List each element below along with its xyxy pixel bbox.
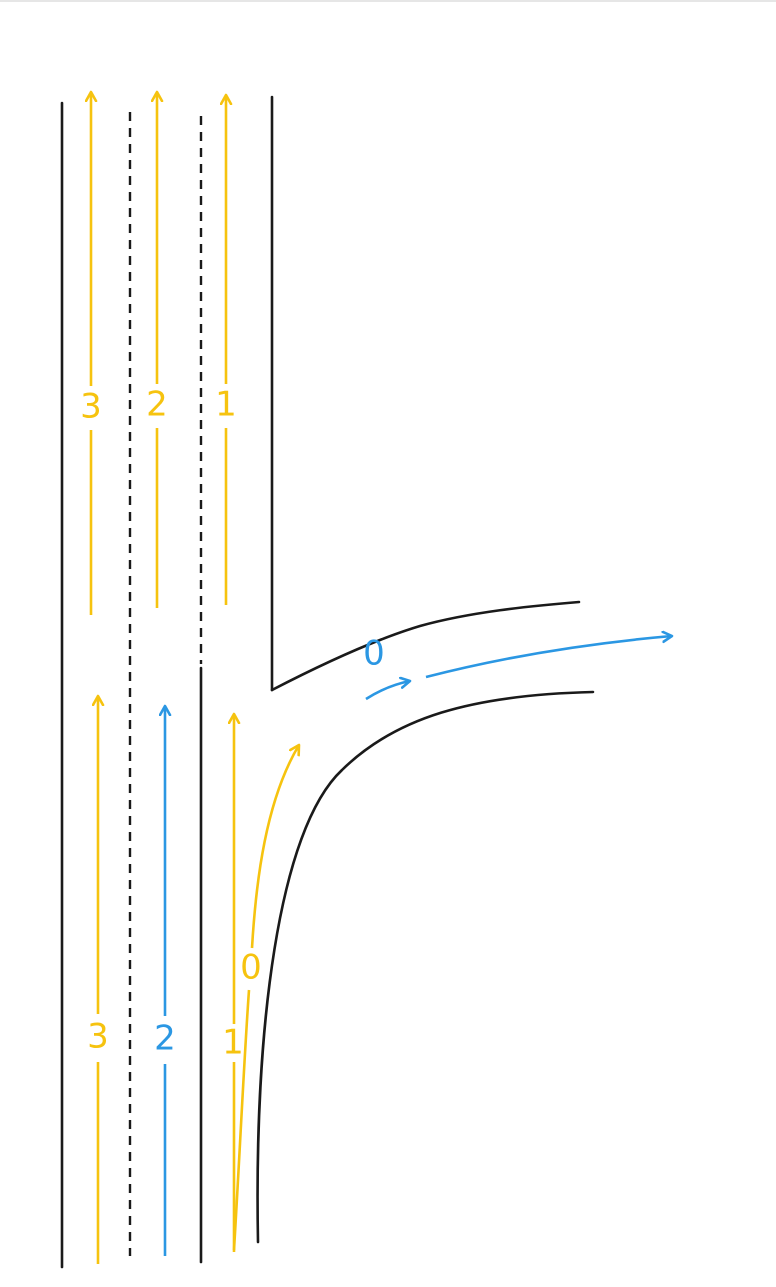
upper-lane-2-label: 2 <box>146 385 168 425</box>
lower-lane-2-label: 2 <box>154 1019 176 1059</box>
ramp-lane-0-label: 0 <box>363 634 385 674</box>
lower-lane-0-label: 0 <box>240 948 262 988</box>
lower-lane-0: 0 <box>232 745 299 1251</box>
lower-lane-0-curve-bottom <box>232 989 251 1251</box>
upper-lane-1-label: 1 <box>215 385 237 425</box>
upper-lane-3: 3 <box>80 92 102 615</box>
ramp-lane-0: 0 <box>363 634 672 701</box>
ramp-upper-edge <box>270 600 581 692</box>
lower-lane-1-label: 1 <box>222 1023 244 1063</box>
lower-lane-3-label: 3 <box>87 1017 109 1057</box>
upper-lane-1: 1 <box>215 95 237 605</box>
lower-lane-2: 2 <box>154 706 176 1256</box>
ramp-lower-edge <box>256 690 595 1244</box>
lower-lane-3: 3 <box>87 696 109 1264</box>
upper-lane-3-label: 3 <box>80 387 102 427</box>
lower-lane-0-curve-arrow <box>250 745 299 949</box>
lower-lane-1: 1 <box>222 714 246 1252</box>
lower-lane-1-label-gap <box>222 1024 246 1062</box>
ramp-lane-0-short-arrow <box>365 681 410 701</box>
upper-lane-2: 2 <box>146 92 168 608</box>
ramp-lane-0-long-arrow <box>425 636 672 679</box>
